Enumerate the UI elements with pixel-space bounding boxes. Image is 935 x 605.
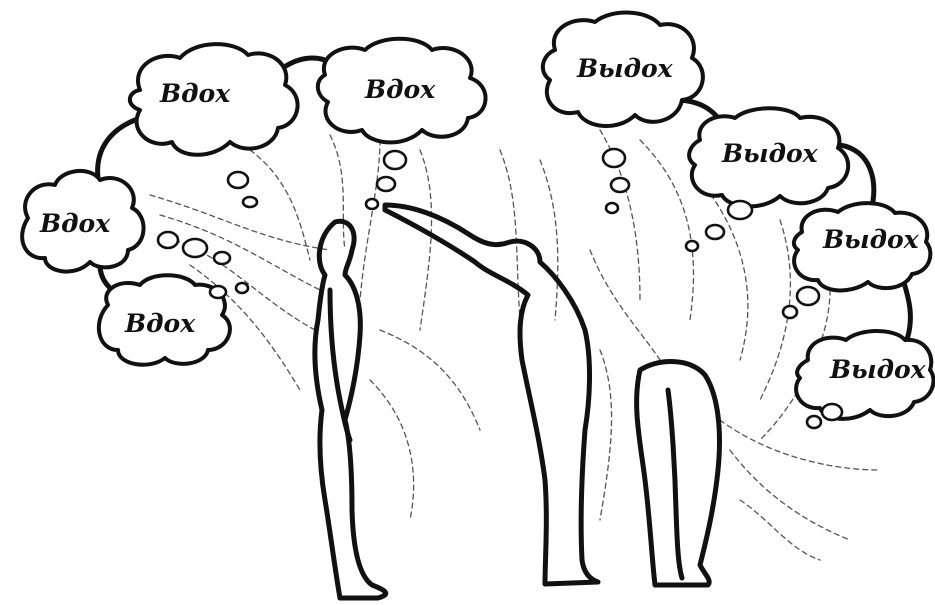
inhale-cloud-1: Вдох — [22, 171, 143, 272]
inhale-label: Вдох — [39, 209, 111, 238]
standing-figure — [315, 221, 386, 598]
exhale-label: Выдох — [576, 54, 674, 83]
bending-figure-arm — [668, 390, 682, 578]
exhale-cloud-2: Выдох — [689, 108, 848, 206]
exhale-cloud-4: Выдох — [796, 331, 933, 419]
exhale-cloud-1: Выдох — [543, 13, 703, 126]
inhale-cloud-4: Вдох — [318, 39, 486, 143]
inhale-cloud-3: Вдох — [130, 44, 298, 155]
inhale-label: Вдох — [364, 75, 436, 104]
reaching-figure — [385, 205, 598, 584]
inhale-connector-1 — [98, 120, 135, 178]
inhale-label: Вдох — [159, 79, 231, 108]
exhale-label: Выдох — [721, 139, 819, 168]
inhale-label: Вдох — [124, 309, 196, 338]
exhale-cloud-3: Выдох — [794, 203, 930, 290]
exhale-label: Выдох — [829, 355, 927, 384]
exhale-label: Выдох — [822, 225, 920, 254]
